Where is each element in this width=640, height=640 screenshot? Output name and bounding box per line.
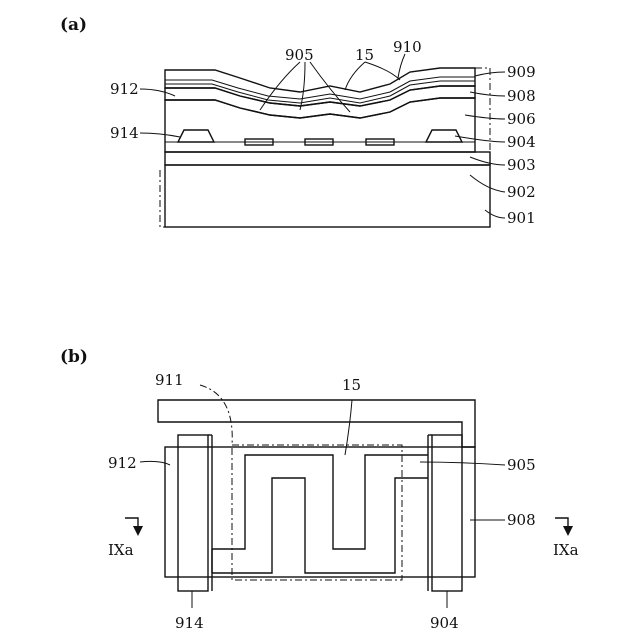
electrode-914-b (178, 435, 208, 591)
layer-903 (165, 152, 490, 165)
layer-908 (165, 86, 475, 118)
label-903: 903 (507, 156, 536, 174)
label-914: 914 (110, 124, 139, 142)
comb-electrode-15 (212, 455, 428, 573)
label-908-b: 908 (507, 511, 536, 529)
panel-a: (a) (60, 15, 536, 227)
label-909: 909 (507, 63, 536, 81)
region-911 (232, 445, 402, 580)
label-911: 911 (155, 371, 184, 389)
label-904-b: 904 (430, 614, 459, 632)
label-905: 905 (285, 46, 314, 64)
label-908: 908 (507, 87, 536, 105)
label-15: 15 (355, 46, 374, 64)
label-906: 906 (507, 110, 536, 128)
panel-b-label: (b) (60, 347, 88, 367)
label-15-b: 15 (342, 376, 361, 394)
label-904: 904 (507, 133, 536, 151)
label-914-b: 914 (175, 614, 204, 632)
electrode-914 (178, 130, 214, 142)
panel-b: (b) 911 15 912 905 (60, 347, 579, 632)
substrate-901 (165, 165, 490, 227)
label-902: 902 (507, 183, 536, 201)
section-right-label: IXa (553, 541, 579, 559)
electrode-904-b (432, 435, 462, 591)
label-912-b: 912 (108, 454, 137, 472)
label-912: 912 (110, 80, 139, 98)
section-left-label: IXa (108, 541, 134, 559)
label-905-b: 905 (507, 456, 536, 474)
label-901: 901 (507, 209, 536, 227)
label-910: 910 (393, 38, 422, 56)
layer-906 (165, 98, 475, 152)
panel-a-label: (a) (60, 15, 87, 35)
